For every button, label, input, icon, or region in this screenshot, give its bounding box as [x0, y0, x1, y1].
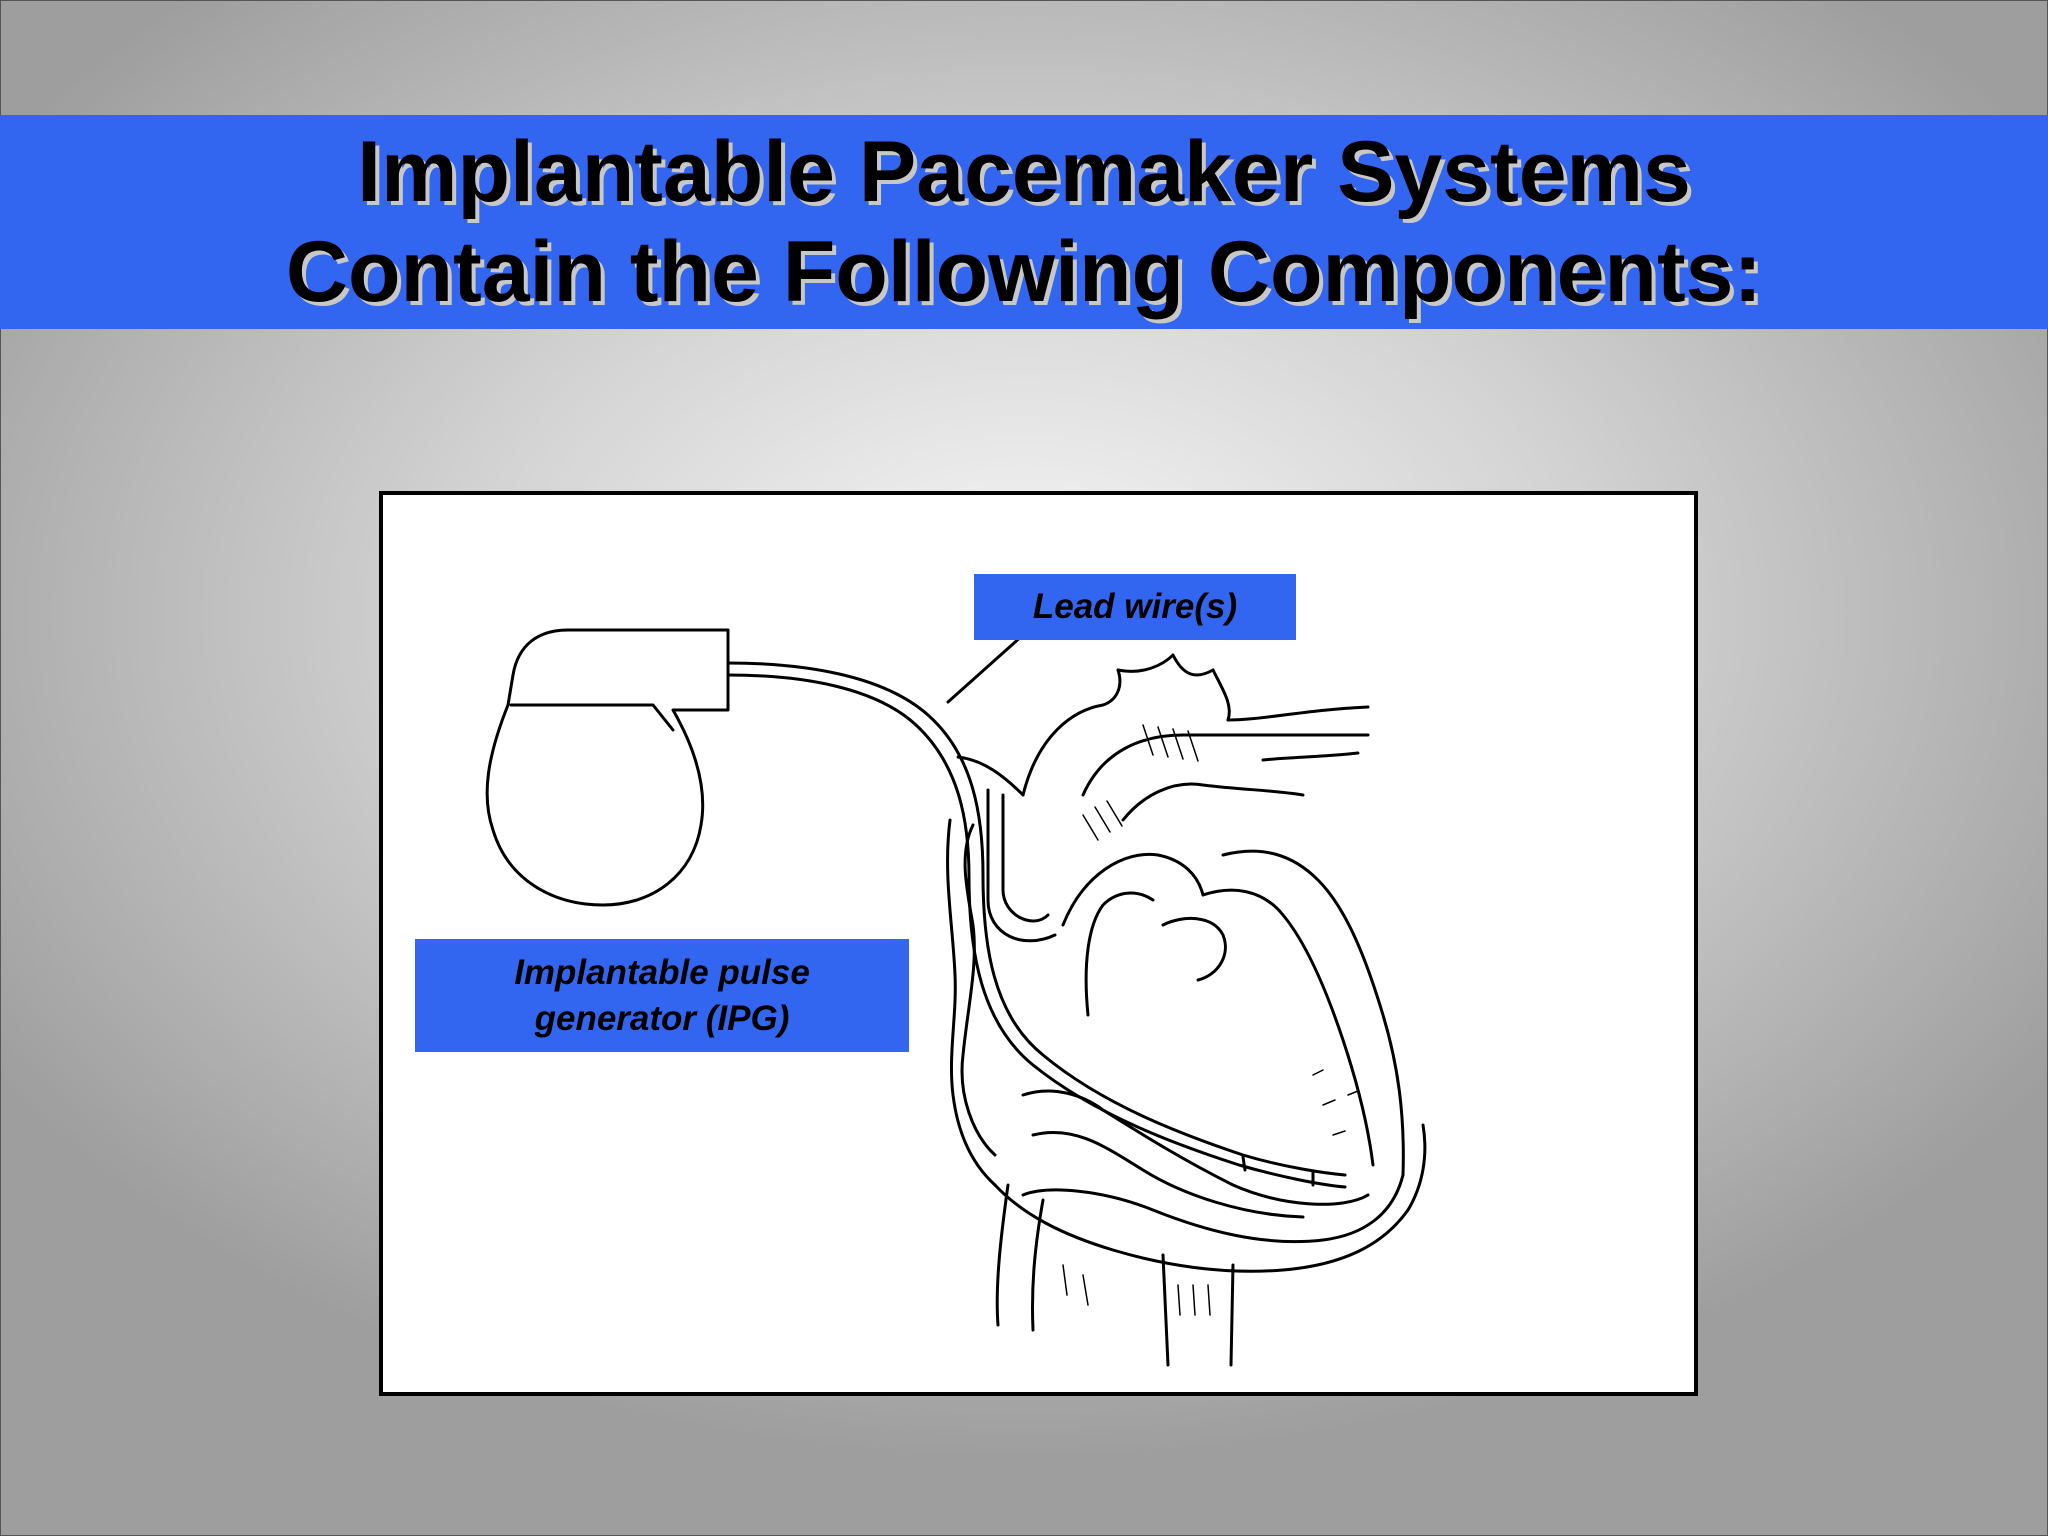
heart-drawing [946, 653, 1427, 1367]
slide-title-line-1: Implantable Pacemaker Systems [357, 124, 1691, 220]
slide-title-line-2: Contain the Following Components: [285, 224, 1763, 320]
figure-panel: Lead wire(s) Implantable pulse generator… [379, 491, 1698, 1396]
pacemaker-heart-illustration [485, 628, 1427, 1367]
heart-hatching [1062, 724, 1359, 1316]
title-bar: Implantable Pacemaker Systems Contain th… [0, 115, 2048, 329]
pulse-generator-drawing [485, 628, 730, 907]
lead-wire-drawing [726, 661, 1347, 1189]
lead-pointer-line [946, 633, 1025, 704]
lead-wire-label: Lead wire(s) [974, 574, 1296, 640]
pulse-generator-label: Implantable pulse generator (IPG) [415, 939, 909, 1052]
